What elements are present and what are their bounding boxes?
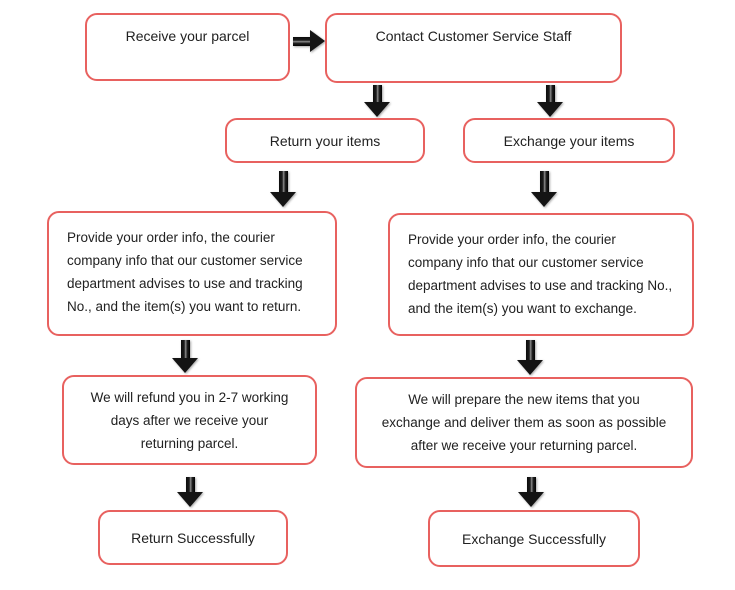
arrow-shaft: [545, 85, 555, 102]
arrow-down-icon: [172, 358, 198, 373]
node-exchange-details: Provide your order info, the courier com…: [388, 213, 694, 336]
arrow-down-icon: [270, 192, 296, 207]
node-return-details: Provide your order info, the courier com…: [47, 211, 337, 336]
arrow-down-icon: [517, 360, 543, 375]
node-receive-parcel-label: Receive your parcel: [125, 28, 250, 44]
node-prepare-new-items-label: We will prepare the new items that you e…: [381, 392, 667, 453]
flow-arrow-down-contact-to-exchange: [537, 85, 563, 117]
node-contact-customer-service-label: Contact Customer Service Staff: [375, 28, 572, 44]
arrow-down-icon: [531, 192, 557, 207]
flow-arrow-down-exchange-to-details: [531, 171, 557, 207]
node-exchange-your-items: Exchange your items: [463, 118, 675, 163]
node-receive-parcel: Receive your parcel: [85, 13, 290, 81]
arrow-right-icon: [310, 30, 325, 52]
arrow-shaft: [185, 477, 195, 492]
arrow-shaft: [180, 340, 190, 358]
node-return-details-label: Provide your order info, the courier com…: [67, 230, 303, 314]
arrow-shaft: [372, 85, 382, 102]
node-refund: We will refund you in 2-7 working days a…: [62, 375, 317, 465]
node-exchange-your-items-label: Exchange your items: [503, 132, 635, 149]
node-contact-customer-service: Contact Customer Service Staff: [325, 13, 622, 83]
arrow-shaft: [526, 477, 536, 492]
flow-arrow-down-contact-to-return: [364, 85, 390, 117]
flow-arrow-down-return-to-details: [270, 171, 296, 207]
flow-arrow-down-details-to-refund: [172, 340, 198, 373]
arrow-shaft: [278, 171, 288, 192]
node-prepare-new-items: We will prepare the new items that you e…: [355, 377, 693, 468]
flow-arrow-right-receive-to-contact: [293, 30, 325, 52]
flow-arrow-down-prepare-to-success: [518, 477, 544, 507]
arrow-down-icon: [518, 492, 544, 507]
node-return-your-items-label: Return your items: [269, 132, 381, 149]
node-refund-label: We will refund you in 2-7 working days a…: [90, 389, 289, 451]
arrow-shaft: [539, 171, 549, 192]
arrow-down-icon: [537, 102, 563, 117]
node-exchange-successfully-label: Exchange Successfully: [462, 530, 606, 547]
node-exchange-successfully: Exchange Successfully: [428, 510, 640, 567]
flow-arrow-down-details-to-prepare: [517, 340, 543, 375]
flow-arrow-down-refund-to-success: [177, 477, 203, 507]
node-return-successfully: Return Successfully: [98, 510, 288, 565]
arrow-down-icon: [364, 102, 390, 117]
arrow-shaft: [293, 36, 310, 46]
arrow-shaft: [525, 340, 535, 360]
node-return-successfully-label: Return Successfully: [131, 529, 255, 546]
arrow-down-icon: [177, 492, 203, 507]
node-return-your-items: Return your items: [225, 118, 425, 163]
node-exchange-details-label: Provide your order info, the courier com…: [408, 232, 673, 316]
